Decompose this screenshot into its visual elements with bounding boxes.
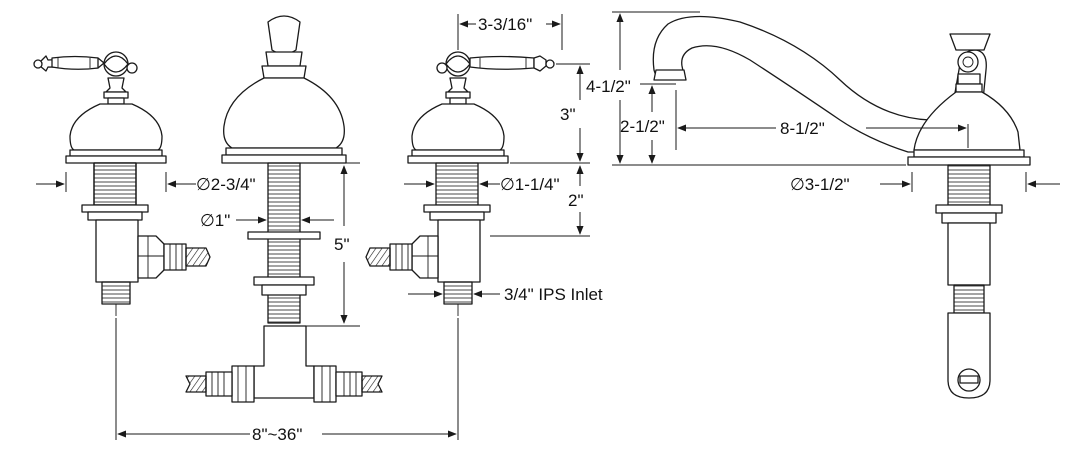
spout-side-view bbox=[652, 15, 1031, 399]
center-spout-front bbox=[185, 15, 383, 403]
left-handle-valve bbox=[33, 51, 211, 316]
dimension-lines bbox=[36, 11, 1060, 440]
spout-base-diameter-label: ∅3-1/2" bbox=[790, 175, 850, 194]
handle-spread-label: 8"~36" bbox=[252, 425, 302, 444]
dimension-labels: ∅2-3/4" ∅1" 5" 8"~36" 3-3/16" 3" ∅1-1/4"… bbox=[196, 15, 850, 444]
spout-inlet-offset-label: 3-3/16" bbox=[478, 15, 532, 34]
spout-height-label: 4-1/2" bbox=[586, 77, 631, 96]
shank-length-label: 5" bbox=[334, 235, 350, 254]
shank-diameter-label: ∅1" bbox=[200, 211, 230, 230]
spout-reach-label: 8-1/2" bbox=[780, 119, 825, 138]
spout-clearance-label: 2-1/2" bbox=[620, 117, 665, 136]
handle-base-diameter-label: ∅2-3/4" bbox=[196, 175, 256, 194]
inlet-label: 3/4" IPS Inlet bbox=[504, 285, 603, 304]
handle-shank-diameter-label: ∅1-1/4" bbox=[500, 175, 560, 194]
handle-height-label: 3" bbox=[560, 105, 576, 124]
handle-mount-depth-label: 2" bbox=[568, 191, 584, 210]
right-handle-valve bbox=[365, 51, 555, 316]
